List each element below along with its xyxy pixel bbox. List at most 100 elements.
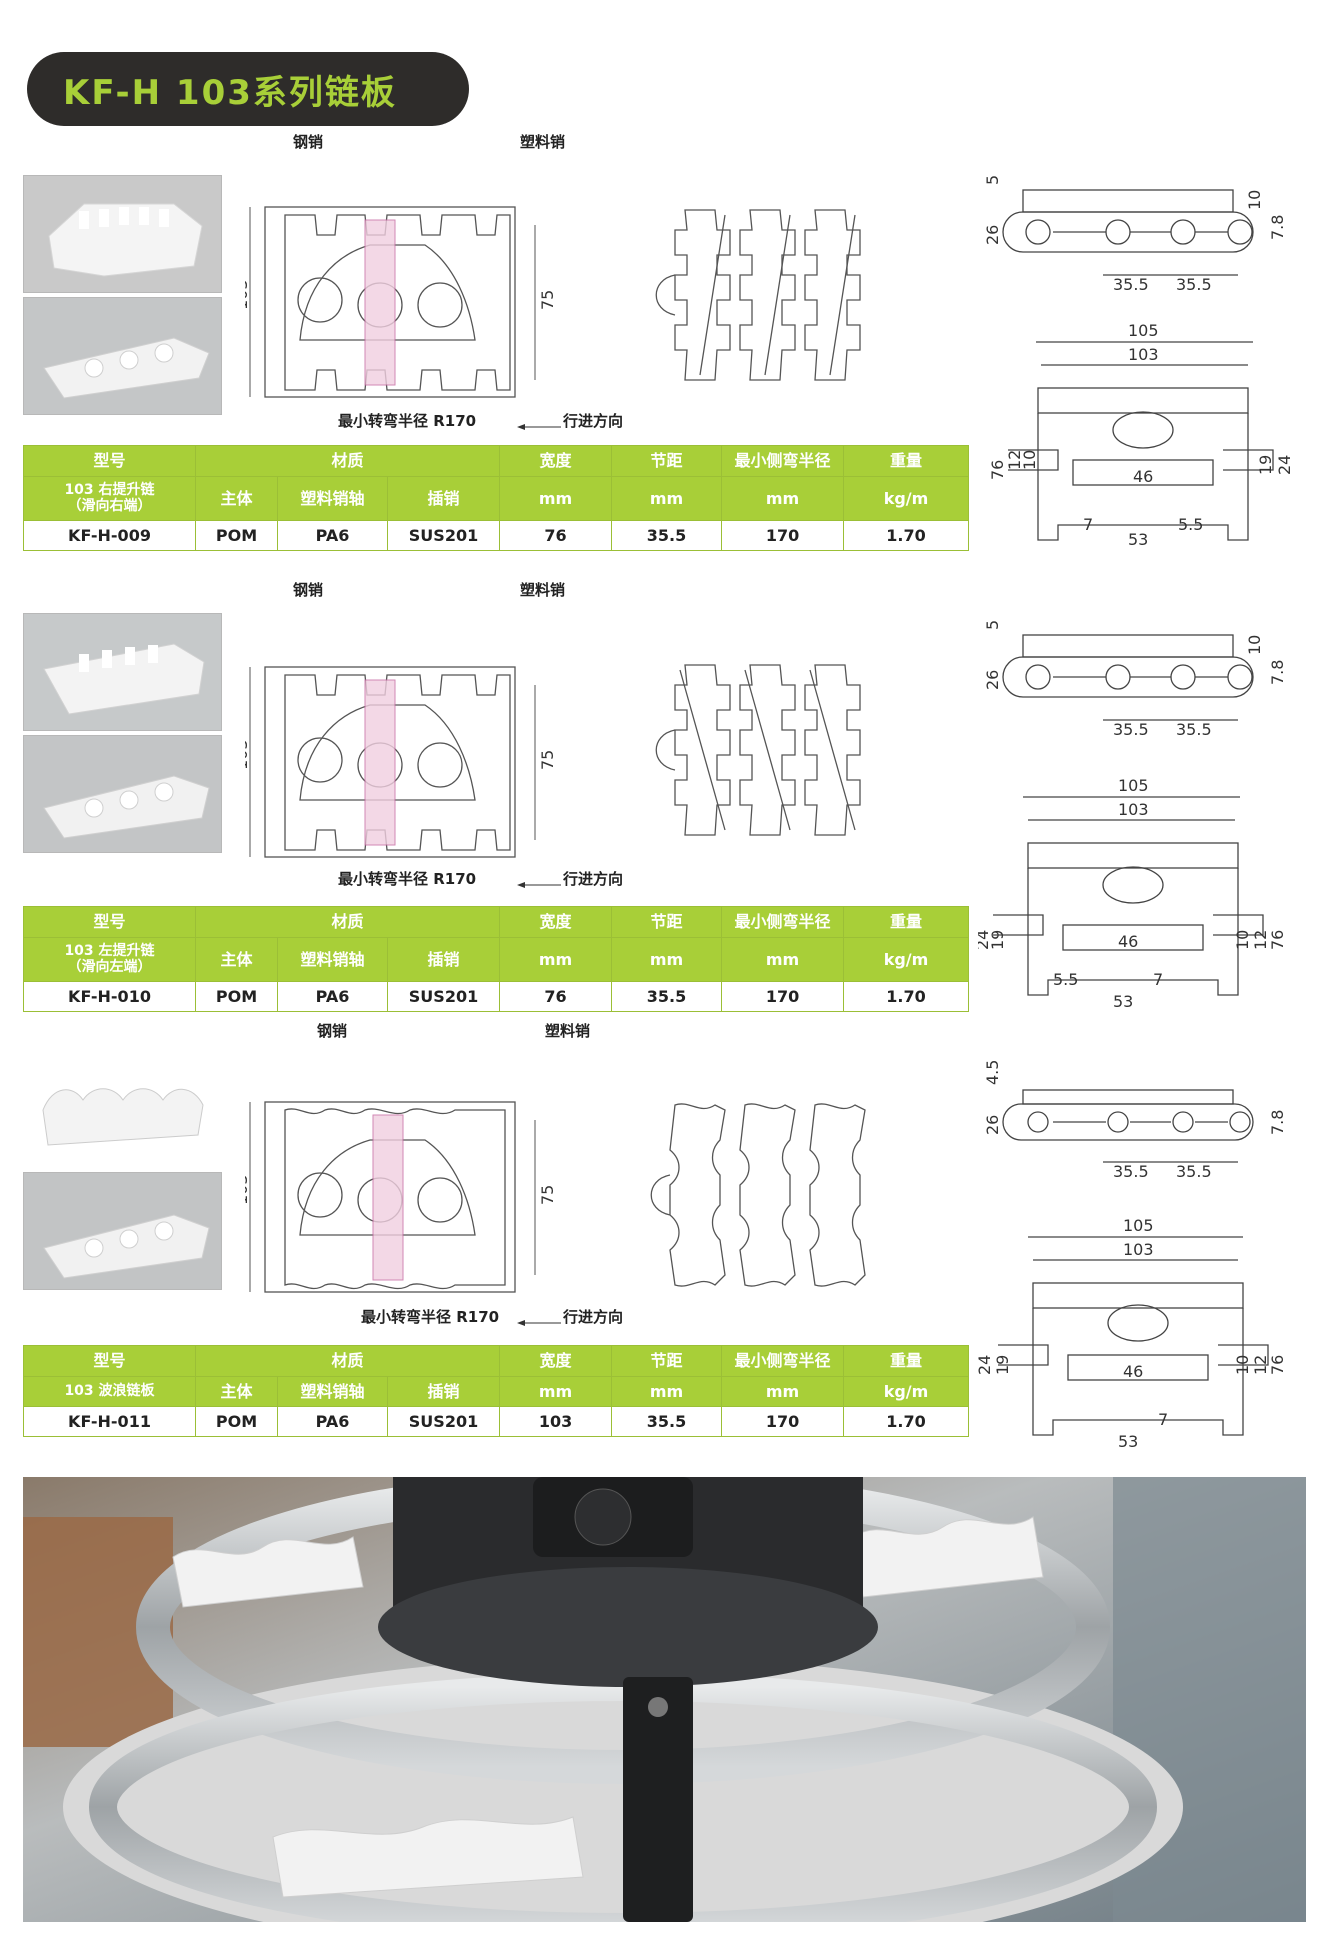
svg-text:7.8: 7.8 [1268, 215, 1287, 240]
svg-text:103: 103 [245, 739, 251, 770]
application-photo [23, 1477, 1306, 1922]
value-width: 103 [499, 1406, 613, 1437]
product-photo-bottom [23, 735, 222, 853]
value-radius: 170 [721, 981, 845, 1012]
callout-plastic-pin: 塑料销 [520, 581, 566, 599]
svg-text:26: 26 [983, 225, 1002, 245]
value-width: 76 [499, 981, 613, 1012]
svg-text:105: 105 [1123, 1216, 1154, 1235]
svg-text:75: 75 [538, 750, 557, 770]
cross-section-drawing: 105 103 76 12 10 19 24 46 53 7 5.5 [978, 776, 1287, 1010]
model-description: 103 左提升链 （滑向左端） [23, 937, 196, 982]
value-weight: 1.70 [843, 1406, 970, 1437]
svg-text:7.8: 7.8 [1268, 660, 1287, 685]
callout-steel-pin: 钢销 [317, 1022, 348, 1040]
value-plastic-pin: PA6 [277, 981, 388, 1012]
value-radius: 170 [721, 1406, 845, 1437]
value-model: KF-H-010 [23, 981, 196, 1012]
chain-outline-drawing [650, 1103, 866, 1287]
value-plastic-pin: PA6 [277, 1406, 388, 1437]
sub-width-unit: mm [499, 476, 613, 521]
direction-arrow-icon [517, 1320, 561, 1326]
sub-width-unit: mm [499, 937, 613, 982]
svg-text:75: 75 [538, 1185, 557, 1205]
sub-body: 主体 [195, 937, 278, 982]
direction-arrow-icon [517, 882, 561, 888]
spec-table: 型号 材质 宽度 节距 最小侧弯半径 重量 103 波浪链板 主体 塑料销轴 插… [23, 1345, 970, 1437]
cross-section-drawing: 105 103 76 12 10 19 24 46 53 7 [978, 1216, 1287, 1450]
sub-pitch-unit: mm [611, 476, 723, 521]
min-radius-label: 最小转弯半径 R170 [338, 870, 477, 888]
min-radius-label: 最小转弯半径 R170 [361, 1308, 500, 1326]
header-min-radius: 最小侧弯半径 [721, 1345, 845, 1377]
svg-text:5.5: 5.5 [1178, 515, 1203, 534]
value-model: KF-H-009 [23, 520, 196, 551]
svg-text:19: 19 [993, 1355, 1012, 1375]
spec-table: 型号 材质 宽度 节距 最小侧弯半径 重量 103 右提升链 （滑向右端） 主体… [23, 445, 970, 551]
callout-steel-pin: 钢销 [293, 581, 324, 599]
header-material: 材质 [194, 906, 501, 938]
svg-text:24: 24 [978, 1355, 994, 1375]
sub-pitch-unit: mm [611, 937, 723, 982]
callout-steel-pin: 钢销 [293, 133, 324, 151]
header-pitch: 节距 [611, 445, 723, 477]
svg-text:53: 53 [1118, 1432, 1138, 1450]
header-width: 宽度 [499, 445, 613, 477]
svg-text:26: 26 [983, 1115, 1002, 1135]
svg-text:35.5: 35.5 [1176, 720, 1212, 739]
product-photo-top [23, 175, 222, 293]
sub-weight-unit: kg/m [843, 476, 970, 521]
svg-text:46: 46 [1123, 1362, 1143, 1381]
travel-direction-label: 行进方向 [563, 870, 624, 888]
svg-text:103: 103 [1118, 800, 1149, 819]
sub-pitch-unit: mm [611, 1376, 723, 1407]
min-radius-label: 最小转弯半径 R170 [338, 412, 477, 430]
sub-body: 主体 [195, 476, 278, 521]
value-latch-pin: SUS201 [386, 981, 501, 1012]
value-pitch: 35.5 [611, 981, 723, 1012]
value-model: KF-H-011 [23, 1406, 196, 1437]
model-description: 103 波浪链板 [23, 1376, 196, 1407]
side-view-drawing: 5 26 10 7.8 35.5 35.5 [983, 620, 1287, 739]
svg-text:7: 7 [1083, 515, 1093, 534]
top-view-drawing: 103 75 [245, 666, 557, 858]
svg-text:46: 46 [1133, 467, 1153, 486]
value-weight: 1.70 [843, 520, 970, 551]
value-radius: 170 [721, 520, 845, 551]
sub-radius-unit: mm [721, 937, 845, 982]
svg-text:24: 24 [1275, 455, 1294, 475]
chain-outline-drawing [655, 664, 861, 836]
top-view-drawing: 103 75 [245, 206, 557, 398]
value-width: 76 [499, 520, 613, 551]
chain-outline-drawing [655, 209, 861, 381]
header-width: 宽度 [499, 906, 613, 938]
product-photo-bottom [23, 1172, 222, 1290]
sub-body: 主体 [195, 1376, 278, 1407]
sub-plastic-pin: 塑料销轴 [277, 937, 388, 982]
svg-text:26: 26 [983, 670, 1002, 690]
header-material: 材质 [194, 445, 501, 477]
sub-latch-pin: 插销 [386, 1376, 501, 1407]
svg-text:5: 5 [983, 175, 1002, 185]
sub-weight-unit: kg/m [843, 937, 970, 982]
header-model: 型号 [23, 906, 196, 938]
svg-text:103: 103 [245, 279, 251, 310]
svg-text:19: 19 [1256, 455, 1275, 475]
svg-text:76: 76 [988, 460, 1007, 480]
svg-text:35.5: 35.5 [1113, 1162, 1149, 1181]
side-view-drawing: 4.5 26 7.8 35.5 35.5 [983, 1060, 1287, 1181]
sub-width-unit: mm [499, 1376, 613, 1407]
title-banner: KF-H 103系列链板 [27, 52, 469, 126]
model-description: 103 右提升链 （滑向右端） [23, 476, 196, 521]
direction-arrow-icon [517, 424, 561, 430]
value-weight: 1.70 [843, 981, 970, 1012]
svg-text:35.5: 35.5 [1113, 720, 1149, 739]
svg-text:46: 46 [1118, 932, 1138, 951]
svg-text:7: 7 [1153, 970, 1163, 989]
sub-latch-pin: 插销 [386, 476, 501, 521]
top-view-drawing: 103 75 [245, 1101, 557, 1293]
svg-text:5: 5 [983, 620, 1002, 630]
header-weight: 重量 [843, 445, 970, 477]
svg-text:76: 76 [1268, 1355, 1287, 1375]
svg-text:5.5: 5.5 [1053, 970, 1078, 989]
